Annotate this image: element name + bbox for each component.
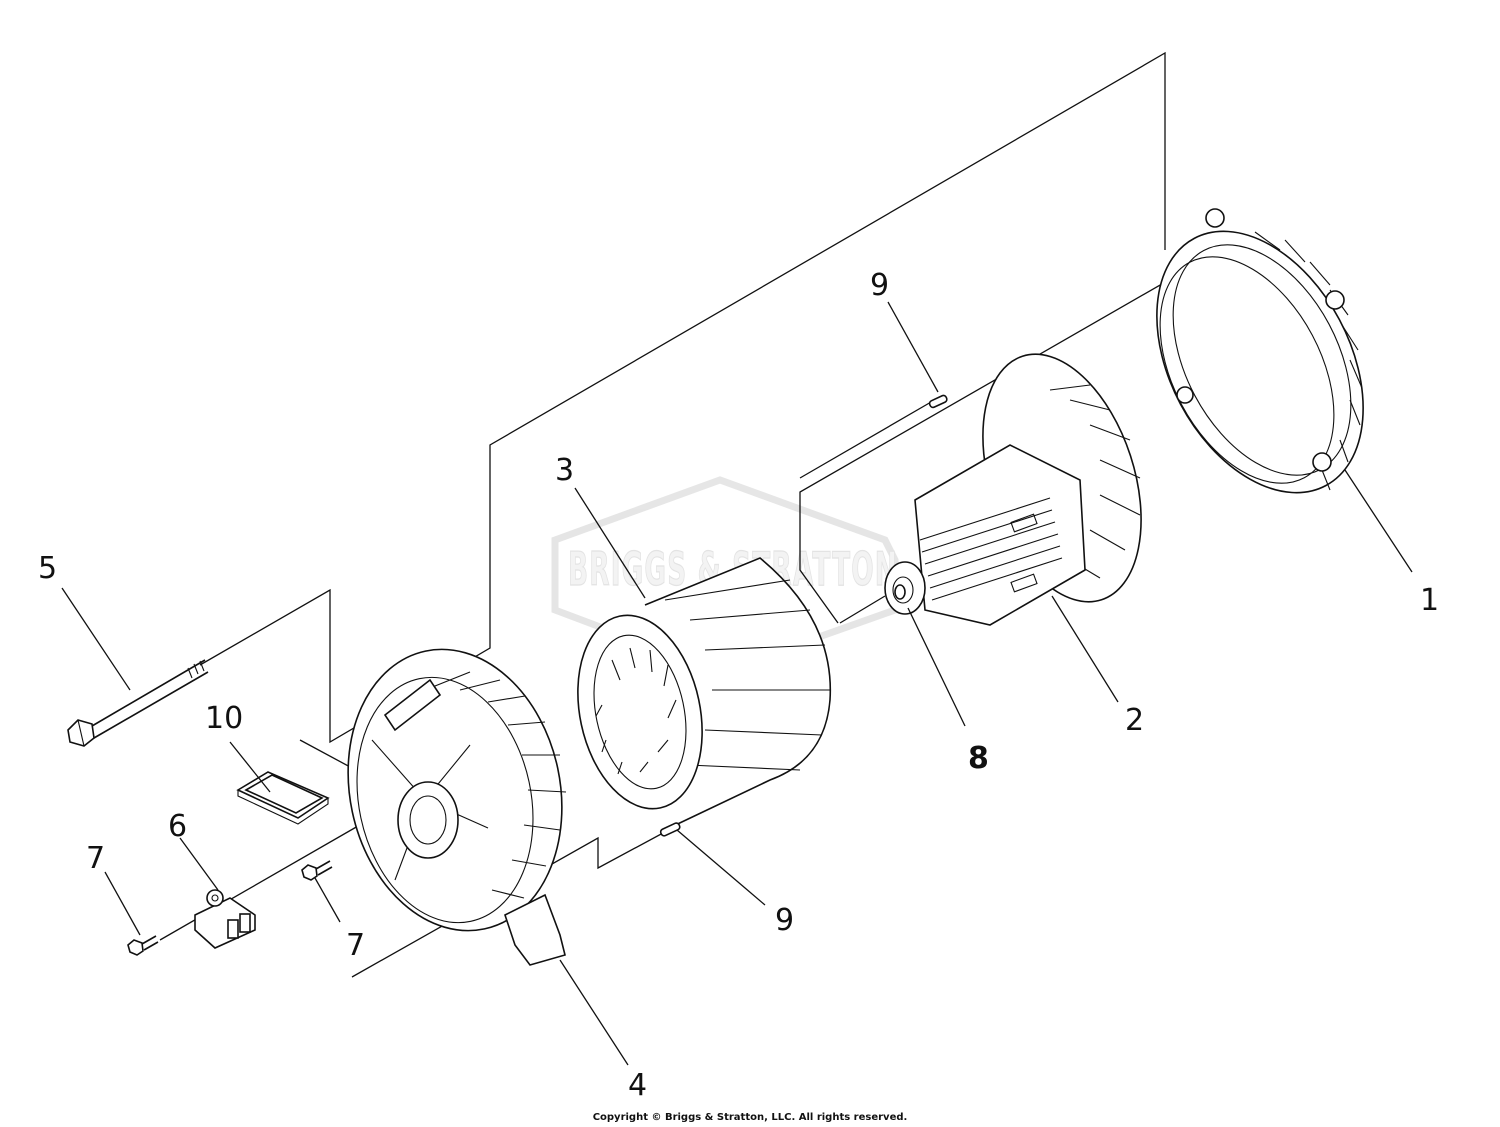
brush-holder-part-6 — [194, 889, 256, 949]
callout-9-bottom: 9 — [775, 903, 794, 938]
screw-part-7-right — [301, 860, 333, 881]
callout-4: 4 — [628, 1068, 647, 1103]
callout-5: 5 — [38, 551, 57, 586]
callout-9-top: 9 — [870, 268, 889, 303]
assembly-lines — [159, 51, 1196, 978]
dowel-pin-part-9-top — [928, 394, 948, 409]
dowel-pin-part-9-bottom — [659, 822, 681, 837]
stator-part-3 — [577, 557, 832, 831]
copyright-notice: Copyright © Briggs & Stratton, LLC. All … — [592, 1112, 908, 1123]
callout-7-left: 7 — [86, 841, 105, 876]
callout-8: 8 — [968, 741, 989, 776]
callout-7-right: 7 — [346, 928, 365, 963]
callout-3: 3 — [555, 453, 574, 488]
callout-2: 2 — [1125, 703, 1144, 738]
pad-part-10 — [236, 771, 330, 825]
callout-6: 6 — [168, 809, 187, 844]
front-housing-part-4 — [347, 648, 567, 966]
callout-10: 10 — [205, 701, 243, 736]
rotor-part-2 — [884, 353, 1142, 626]
screw-part-7-left — [127, 935, 159, 956]
leader-lines — [61, 301, 1413, 1066]
callout-1: 1 — [1420, 583, 1439, 618]
through-bolt-part-5 — [67, 659, 209, 747]
callouts: 1 2 3 4 5 6 7 7 8 9 9 10 — [38, 268, 1439, 1103]
end-cover-part-1 — [1156, 208, 1364, 494]
